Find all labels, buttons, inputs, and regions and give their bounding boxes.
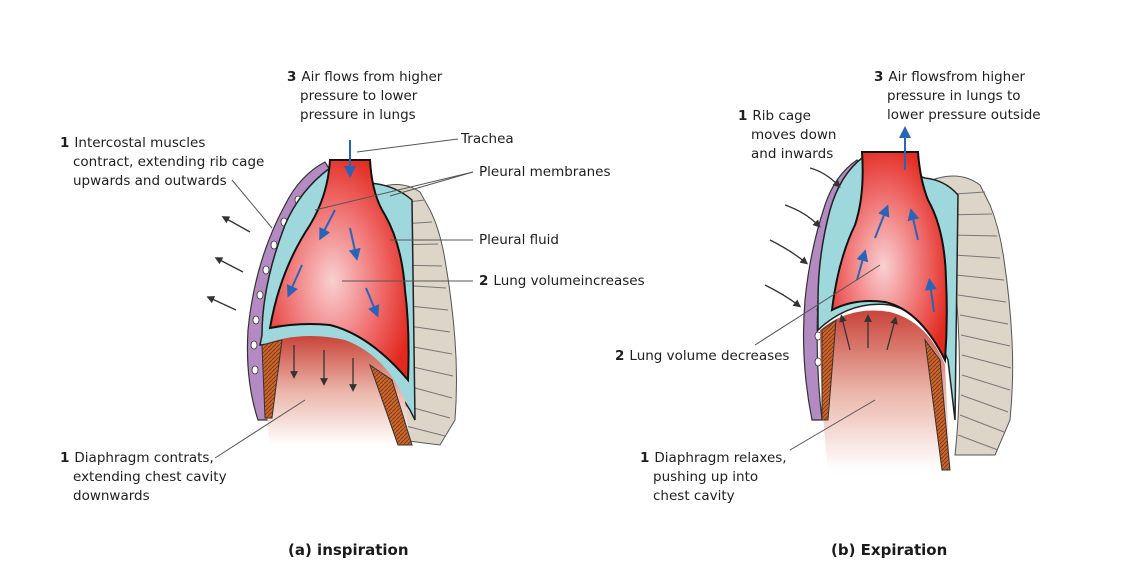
caption-expiration: (b) Expiration bbox=[831, 541, 948, 559]
lung bbox=[268, 159, 410, 383]
trachea-label: Trachea bbox=[461, 131, 514, 147]
diaphragm-muscle bbox=[369, 363, 413, 446]
lung bbox=[830, 151, 948, 364]
rib-movement-arrows bbox=[764, 167, 841, 308]
diaphragm-arrows bbox=[839, 314, 898, 351]
leader-lines bbox=[754, 264, 881, 451]
diaphragm-muscle bbox=[821, 318, 837, 421]
abdomen bbox=[262, 336, 410, 445]
inspiration-figure bbox=[206, 138, 474, 459]
pleural-membranes-label: Pleural membranes bbox=[479, 164, 611, 180]
pleural-fluid-label: Pleural fluid bbox=[479, 232, 559, 248]
air-flow-arrows bbox=[286, 140, 380, 318]
caption-inspiration: (a) inspiration bbox=[288, 541, 409, 559]
abdomen bbox=[820, 310, 950, 470]
expiration-figure bbox=[754, 126, 1014, 471]
diaphragm-muscle bbox=[261, 339, 283, 419]
diaphragm-muscle bbox=[924, 338, 951, 471]
diaphragm-arrows bbox=[290, 345, 357, 392]
leader-lines bbox=[214, 138, 474, 459]
air-flow-arrows bbox=[856, 126, 937, 313]
rib-movement-arrows bbox=[206, 216, 251, 311]
